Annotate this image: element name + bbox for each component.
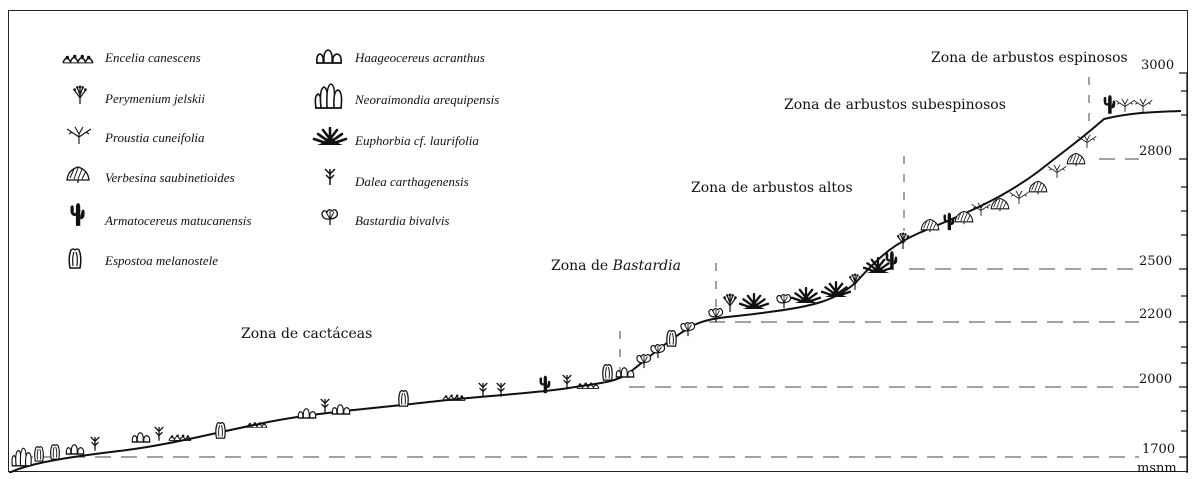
haageocereus-icon — [297, 408, 317, 419]
proustia-icon — [1133, 98, 1153, 113]
vegetation-profile-diagram: Encelia canescens Perymenium jelskii Pro… — [9, 49, 1188, 473]
euphorbia-icon — [791, 287, 821, 305]
altitude-label-2200: 2200 — [1139, 307, 1172, 322]
legend-item-encelia: Encelia canescens — [62, 50, 201, 65]
altitude-guides — [17, 158, 1139, 458]
neoraimondia-icon — [314, 83, 343, 109]
haageocereus-icon — [65, 444, 85, 455]
legend-label-armatocereus: Armatocereus matucanensis — [104, 213, 251, 228]
legend-column-2: Haageocereus acranthus Neoraimondia areq… — [312, 49, 499, 228]
proustia-icon — [1077, 134, 1097, 149]
zone-label-subespinosos: Zona de arbustos subespinosos — [784, 97, 1006, 113]
zone-label-cactaceas: Zona de cactáceas — [241, 326, 372, 342]
terrain-profile — [9, 110, 1182, 473]
verbesina-icon — [1066, 152, 1086, 167]
profile-plants — [11, 95, 1153, 467]
armatocereus-icon — [1103, 95, 1116, 114]
legend-item-verbesina: Verbesina saubinetioides — [66, 166, 235, 185]
altitude-label-2000: 2000 — [1139, 372, 1172, 387]
dalea-icon — [478, 382, 488, 398]
legend-label-neoraimondia: Neoraimondia arequipensis — [354, 92, 499, 107]
verbesina-icon — [1028, 180, 1048, 195]
legend-label-espostoa: Espostoa melanostele — [104, 253, 218, 268]
legend-item-perymenium: Perymenium jelskii — [72, 84, 205, 106]
legend-item-haageocereus: Haageocereus acranthus — [315, 49, 485, 65]
altitude-label-2800: 2800 — [1139, 144, 1172, 159]
legend-item-proustia: Proustia cuneifolia — [66, 126, 205, 145]
zone-boundaries — [619, 77, 1090, 383]
zone-label-bastardia: Zona de Bastardia — [551, 258, 681, 274]
perymenium-icon — [72, 84, 88, 105]
perymenium-icon — [722, 293, 738, 313]
altitude-label-2500: 2500 — [1139, 254, 1172, 269]
haageocereus-icon — [131, 432, 151, 443]
legend-label-euphorbia: Euphorbia cf. laurifolia — [354, 133, 479, 148]
proustia-icon — [1009, 190, 1029, 205]
legend-label-proustia: Proustia cuneifolia — [104, 130, 205, 145]
zone-label-espinosos: Zona de arbustos espinosos — [931, 50, 1128, 66]
legend-label-perymenium: Perymenium jelskii — [104, 91, 205, 106]
espostoa-icon — [666, 330, 677, 347]
espostoa-icon — [50, 444, 60, 460]
legend-label-dalea: Dalea carthagenensis — [354, 174, 469, 189]
vegetation-profile-frame: Encelia canescens Perymenium jelskii Pro… — [8, 10, 1188, 473]
espostoa-icon — [215, 422, 226, 439]
haageocereus-icon — [615, 367, 635, 378]
legend-item-espostoa: Espostoa melanostele — [68, 248, 218, 269]
haageocereus-icon — [331, 404, 351, 415]
altitude-label-3000: 3000 — [1141, 58, 1174, 73]
altitude-unit-label: msnm — [1137, 461, 1177, 473]
legend-item-armatocereus: Armatocereus matucanensis — [70, 203, 251, 228]
dalea-icon — [324, 168, 336, 186]
euphorbia-icon — [739, 293, 769, 311]
zone-label-bastardia-prefix: Zona de — [551, 258, 613, 274]
legend-item-dalea: Dalea carthagenensis — [324, 168, 469, 189]
legend-column-1: Encelia canescens Perymenium jelskii Pro… — [62, 50, 251, 269]
zone-label-bastardia-genus: Bastardia — [612, 258, 681, 274]
altitude-label-1700: 1700 — [1142, 442, 1175, 457]
bastardia-icon — [776, 293, 792, 309]
armatocereus-icon — [70, 203, 85, 226]
bastardia-icon — [680, 321, 696, 337]
euphorbia-icon — [312, 127, 348, 147]
bastardia-icon — [321, 209, 339, 226]
altitude-axis: 3000 2800 2500 2200 2000 1700 msnm — [1137, 58, 1188, 473]
neoraimondia-icon — [11, 447, 33, 467]
zone-label-arbustos-altos: Zona de arbustos altos — [691, 180, 853, 196]
legend-label-verbesina: Verbesina saubinetioides — [105, 170, 235, 185]
legend-item-neoraimondia: Neoraimondia arequipensis — [314, 83, 499, 109]
legend-item-bastardia: Bastardia bivalvis — [321, 209, 450, 228]
verbesina-icon — [66, 166, 90, 184]
dalea-icon — [154, 426, 164, 442]
dalea-icon — [320, 398, 330, 414]
armatocereus-icon — [885, 251, 898, 270]
dalea-icon — [562, 374, 572, 390]
proustia-icon — [1047, 164, 1067, 179]
espostoa-icon — [34, 446, 44, 462]
legend-label-haageocereus: Haageocereus acranthus — [354, 50, 485, 65]
espostoa-icon — [68, 248, 82, 269]
proustia-icon — [1115, 98, 1135, 113]
legend-label-bastardia: Bastardia bivalvis — [355, 213, 450, 228]
legend-label-encelia: Encelia canescens — [104, 50, 201, 65]
haageocereus-icon — [315, 49, 343, 64]
perymenium-icon — [896, 231, 910, 250]
proustia-icon — [66, 126, 92, 145]
espostoa-icon — [602, 364, 613, 381]
espostoa-icon — [398, 390, 409, 407]
verbesina-icon — [920, 218, 940, 233]
bastardia-icon — [650, 343, 666, 359]
dalea-icon — [90, 436, 100, 452]
encelia-icon — [62, 53, 94, 64]
verbesina-icon — [954, 210, 974, 225]
armatocereus-icon — [943, 212, 955, 231]
legend-item-euphorbia: Euphorbia cf. laurifolia — [312, 127, 479, 148]
